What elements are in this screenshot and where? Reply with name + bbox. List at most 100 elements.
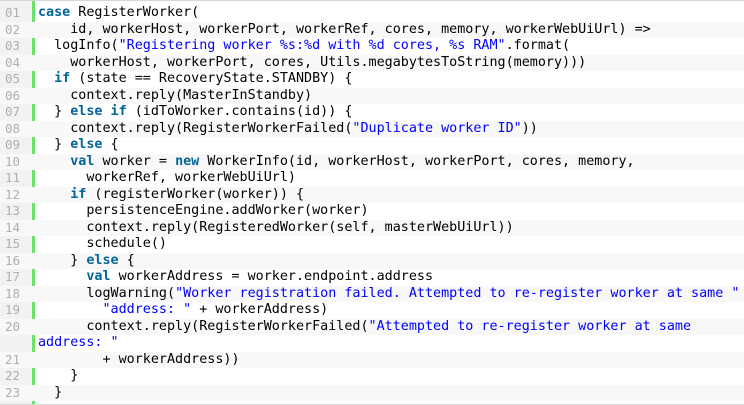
line-number: 17 (5, 269, 21, 284)
line-number: 09 (5, 137, 21, 152)
line-number: 03 (5, 38, 21, 53)
code-token: } (38, 368, 79, 383)
code-line: 16 } else { (0, 252, 744, 270)
line-number: 06 (5, 87, 21, 103)
code-text: schedule() (38, 236, 167, 253)
code-token: schedule() (38, 236, 167, 251)
keyword-token: else if (70, 104, 127, 119)
code-line: 06 context.reply(MasterInStandby) (0, 87, 744, 105)
code-text: context.reply(RegisteredWorker(self, mas… (38, 219, 514, 237)
code-text: if (registerWorker(worker)) { (38, 187, 304, 204)
code-text: val worker = new WorkerInfo(id, workerHo… (38, 153, 635, 171)
line-number: 10 (5, 153, 21, 169)
code-token: persistenceEngine.addWorker(worker) (38, 203, 369, 218)
code-text: address: " (38, 335, 119, 352)
line-number: 23 (5, 384, 21, 400)
code-token: workerRef, workerWebUiUrl) (38, 170, 296, 185)
string-token: "Attempted to re-register worker at same (368, 318, 692, 334)
code-line: 23 } (0, 384, 744, 402)
code-line: 22 } (0, 368, 744, 385)
keyword-token: case (38, 5, 71, 20)
code-line: 21 + workerAddress)) (0, 351, 744, 368)
line-number: 19 (5, 302, 21, 317)
code-text: } (38, 368, 78, 385)
string-token: address: " (38, 335, 119, 350)
code-line: 14 context.reply(RegisteredWorker(self, … (0, 219, 744, 237)
line-number: 12 (5, 186, 21, 202)
code-text: id, workerHost, workerPort, workerRef, c… (38, 21, 651, 39)
code-line: 18 logWarning("Worker registration faile… (0, 285, 744, 303)
code-line: 03 logInfo("Registering worker %s:%d wit… (0, 38, 744, 55)
line-number: 11 (5, 170, 21, 185)
code-line: 09 } else { (0, 137, 744, 154)
code-token: { (118, 252, 135, 268)
code-token: { (102, 137, 119, 152)
code-token: context.reply(RegisteredWorker(self, mas… (38, 219, 514, 235)
code-token: } (38, 384, 63, 400)
code-token: worker = (94, 153, 176, 169)
code-text: context.reply(MasterInStandby) (38, 88, 312, 105)
code-line: 13 persistenceEngine.addWorker(worker) (0, 203, 744, 220)
code-token: (state == RecoveryState.STANDBY) { (70, 71, 353, 86)
code-text: } (38, 385, 62, 402)
code-token (38, 71, 54, 86)
code-token (38, 302, 103, 317)
code-text: case RegisterWorker( (38, 5, 199, 22)
line-number: 14 (5, 219, 21, 235)
code-line: 17 val workerAddress = worker.endpoint.a… (0, 269, 744, 286)
line-number: 16 (5, 252, 21, 268)
code-line: 08 context.reply(RegisterWorkerFailed("D… (0, 120, 744, 138)
keyword-token: new (175, 153, 200, 169)
code-token (38, 269, 86, 284)
code-token: } (38, 104, 71, 119)
code-text: workerRef, workerWebUiUrl) (38, 170, 296, 187)
code-line: 04 workerHost, workerPort, cores, Utils.… (0, 54, 744, 72)
code-token: context.reply(RegisterWorkerFailed( (38, 318, 369, 334)
code-line: 20 context.reply(RegisterWorkerFailed("A… (0, 318, 744, 335)
code-token: (idToWorker.contains(id)) { (126, 104, 353, 119)
code-text: logInfo("Registering worker %s:%d with %… (38, 38, 570, 55)
code-line: 12 if (registerWorker(worker)) { (0, 186, 744, 204)
line-number: 18 (5, 285, 21, 301)
code-line: address: " (0, 335, 744, 352)
line-number: 05 (5, 71, 21, 86)
code-token (38, 187, 70, 202)
code-line: 02 id, workerHost, workerPort, workerRef… (0, 21, 744, 39)
code-text: workerHost, workerPort, cores, Utils.meg… (38, 55, 586, 72)
string-token: "Duplicate worker ID" (352, 120, 522, 136)
code-line: 10 val worker = new WorkerInfo(id, worke… (0, 153, 744, 171)
line-number: 15 (5, 236, 21, 251)
keyword-token: else (70, 137, 103, 152)
code-token: logInfo( (38, 38, 119, 53)
code-token: + workerAddress)) (38, 351, 240, 367)
code-lines: 01 case RegisterWorker(02 id, workerHost,… (0, 5, 744, 401)
code-text: logWarning("Worker registration failed. … (38, 286, 744, 303)
line-number: 21 (5, 351, 21, 367)
line-number: 01 (5, 5, 21, 20)
line-number: 13 (5, 203, 21, 218)
code-text: } else { (38, 253, 135, 270)
code-token: WorkerInfo(id, workerHost, workerPort, c… (199, 153, 635, 169)
code-text: } else if (idToWorker.contains(id)) { (38, 104, 352, 121)
code-token: RegisterWorker( (70, 5, 200, 20)
code-token: (registerWorker(worker)) { (86, 186, 305, 202)
code-line: 11 workerRef, workerWebUiUrl) (0, 170, 744, 187)
code-token: .format( (505, 38, 571, 53)
keyword-token: else (86, 252, 119, 268)
keyword-token: val (70, 153, 95, 169)
code-line: 05 if (state == RecoveryState.STANDBY) { (0, 71, 744, 88)
code-line: 19 "address: " + workerAddress) (0, 302, 744, 319)
keyword-token: val (86, 269, 111, 284)
code-text: context.reply(RegisterWorkerFailed("Dupl… (38, 121, 538, 138)
code-token: workerAddress = worker.endpoint.address (110, 269, 434, 284)
code-token: context.reply(MasterInStandby) (38, 87, 313, 103)
code-token: id, workerHost, workerPort, workerRef, c… (38, 21, 651, 37)
code-line: 01 case RegisterWorker( (0, 5, 744, 22)
string-token: "Registering worker %s:%d with %d cores,… (118, 38, 506, 53)
keyword-token: if (54, 71, 71, 86)
code-text: val workerAddress = worker.endpoint.addr… (38, 269, 433, 286)
code-text: } else { (38, 137, 119, 154)
code-token: + workerAddress) (191, 302, 329, 317)
code-text: "address: " + workerAddress) (38, 302, 329, 319)
